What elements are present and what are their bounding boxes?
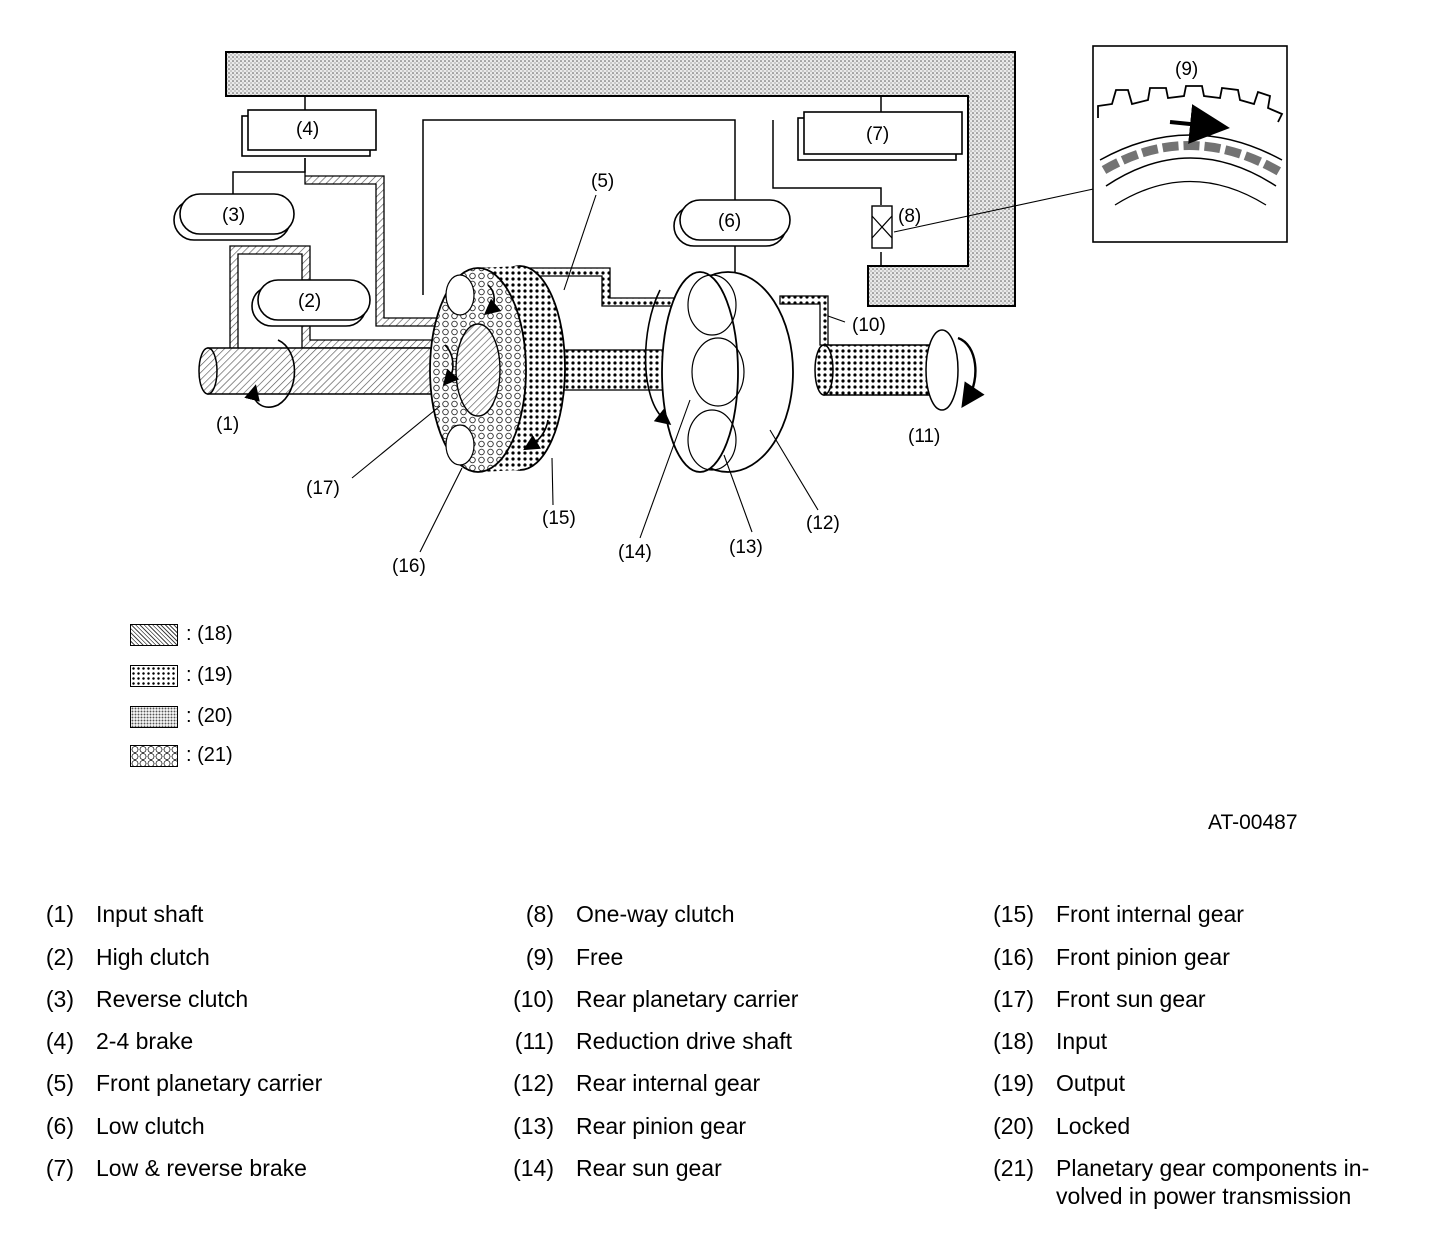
callout-14: (14): [618, 542, 652, 563]
locked-swatch: [130, 706, 178, 728]
power-flow-diagram: (1) (2) (3) (4) (5) (6) (7) (8) (9) (10)…: [173, 45, 1288, 577]
legend-label: : (18): [186, 623, 233, 645]
legend-label: : (20): [186, 705, 233, 727]
callout-labels: (1) (2) (3) (4) (5) (6) (7) (8) (9) (10)…: [216, 59, 1198, 577]
callout-11: (11): [908, 426, 940, 447]
callout-10: (10): [852, 315, 886, 336]
planetary-swatch: [130, 745, 178, 767]
rear-planetary: [644, 271, 794, 473]
callout-7: (7): [866, 124, 889, 145]
caption-item: (2)High clutch: [45, 944, 210, 970]
callout-16: (16): [392, 556, 426, 577]
legend-label: : (19): [186, 664, 233, 686]
brake-2-4-box: [241, 109, 377, 157]
high-clutch-box: [251, 279, 371, 327]
output-shaft: [814, 329, 985, 411]
link-lines: [232, 96, 882, 295]
caption-item: (14)Rear sun gear: [513, 1155, 722, 1181]
callout-5: (5): [591, 171, 614, 192]
input-shaft: [198, 339, 449, 408]
callout-4: (4): [296, 119, 319, 140]
caption-item: (18)Input: [993, 1028, 1108, 1054]
callout-9: (9): [1175, 59, 1198, 80]
input-swatch: [130, 624, 178, 646]
caption-item: (17)Front sun gear: [993, 986, 1206, 1012]
caption-item: (10)Rear planetary carrier: [513, 986, 799, 1012]
caption-item: (7)Low & reverse brake: [45, 1155, 307, 1181]
callout-1: (1): [216, 414, 239, 435]
callout-3: (3): [222, 205, 245, 226]
caption-item: (1)Input shaft: [45, 901, 204, 927]
callout-6: (6): [718, 211, 741, 232]
callout-2: (2): [298, 291, 321, 312]
caption-item: (3)Reverse clutch: [45, 986, 249, 1012]
front-planetary: [429, 265, 566, 473]
caption-item: (5)Front planetary carrier: [45, 1070, 323, 1096]
caption-item: (6)Low clutch: [45, 1113, 205, 1139]
caption-item: (13)Rear pinion gear: [513, 1113, 747, 1139]
low-clutch-box: [673, 199, 791, 247]
caption-item: (16)Front pinion gear: [993, 944, 1230, 970]
caption-item: (9)Free: [525, 944, 624, 970]
locked-housing: [225, 51, 1016, 307]
leader-lines: [351, 194, 846, 553]
caption-item: (11)Reduction drive shaft: [514, 1028, 793, 1054]
caption-item: (15)Front internal gear: [993, 901, 1244, 927]
output-swatch: [130, 665, 178, 687]
caption-item: (19)Output: [993, 1070, 1126, 1096]
caption-item: (20)Locked: [993, 1113, 1131, 1139]
caption-item: (12)Rear internal gear: [513, 1070, 761, 1096]
callout-13: (13): [729, 537, 763, 558]
figure-id: AT-00487: [1208, 811, 1298, 834]
callout-12: (12): [806, 513, 840, 534]
one-way-clutch-detail: [1092, 45, 1288, 243]
caption-item: (4)2-4 brake: [45, 1028, 194, 1054]
callout-15: (15): [542, 508, 576, 529]
one-way-clutch-symbol: [871, 187, 1099, 249]
legend-label: : (21): [186, 744, 233, 766]
callout-17: (17): [306, 478, 340, 499]
caption-item: (21)Planetary gear components in-volved …: [993, 1155, 1370, 1209]
caption-item: (8)One-way clutch: [525, 901, 735, 927]
reverse-clutch-box: [173, 193, 295, 241]
callout-8: (8): [898, 206, 921, 227]
low-reverse-brake-box: [797, 111, 963, 161]
